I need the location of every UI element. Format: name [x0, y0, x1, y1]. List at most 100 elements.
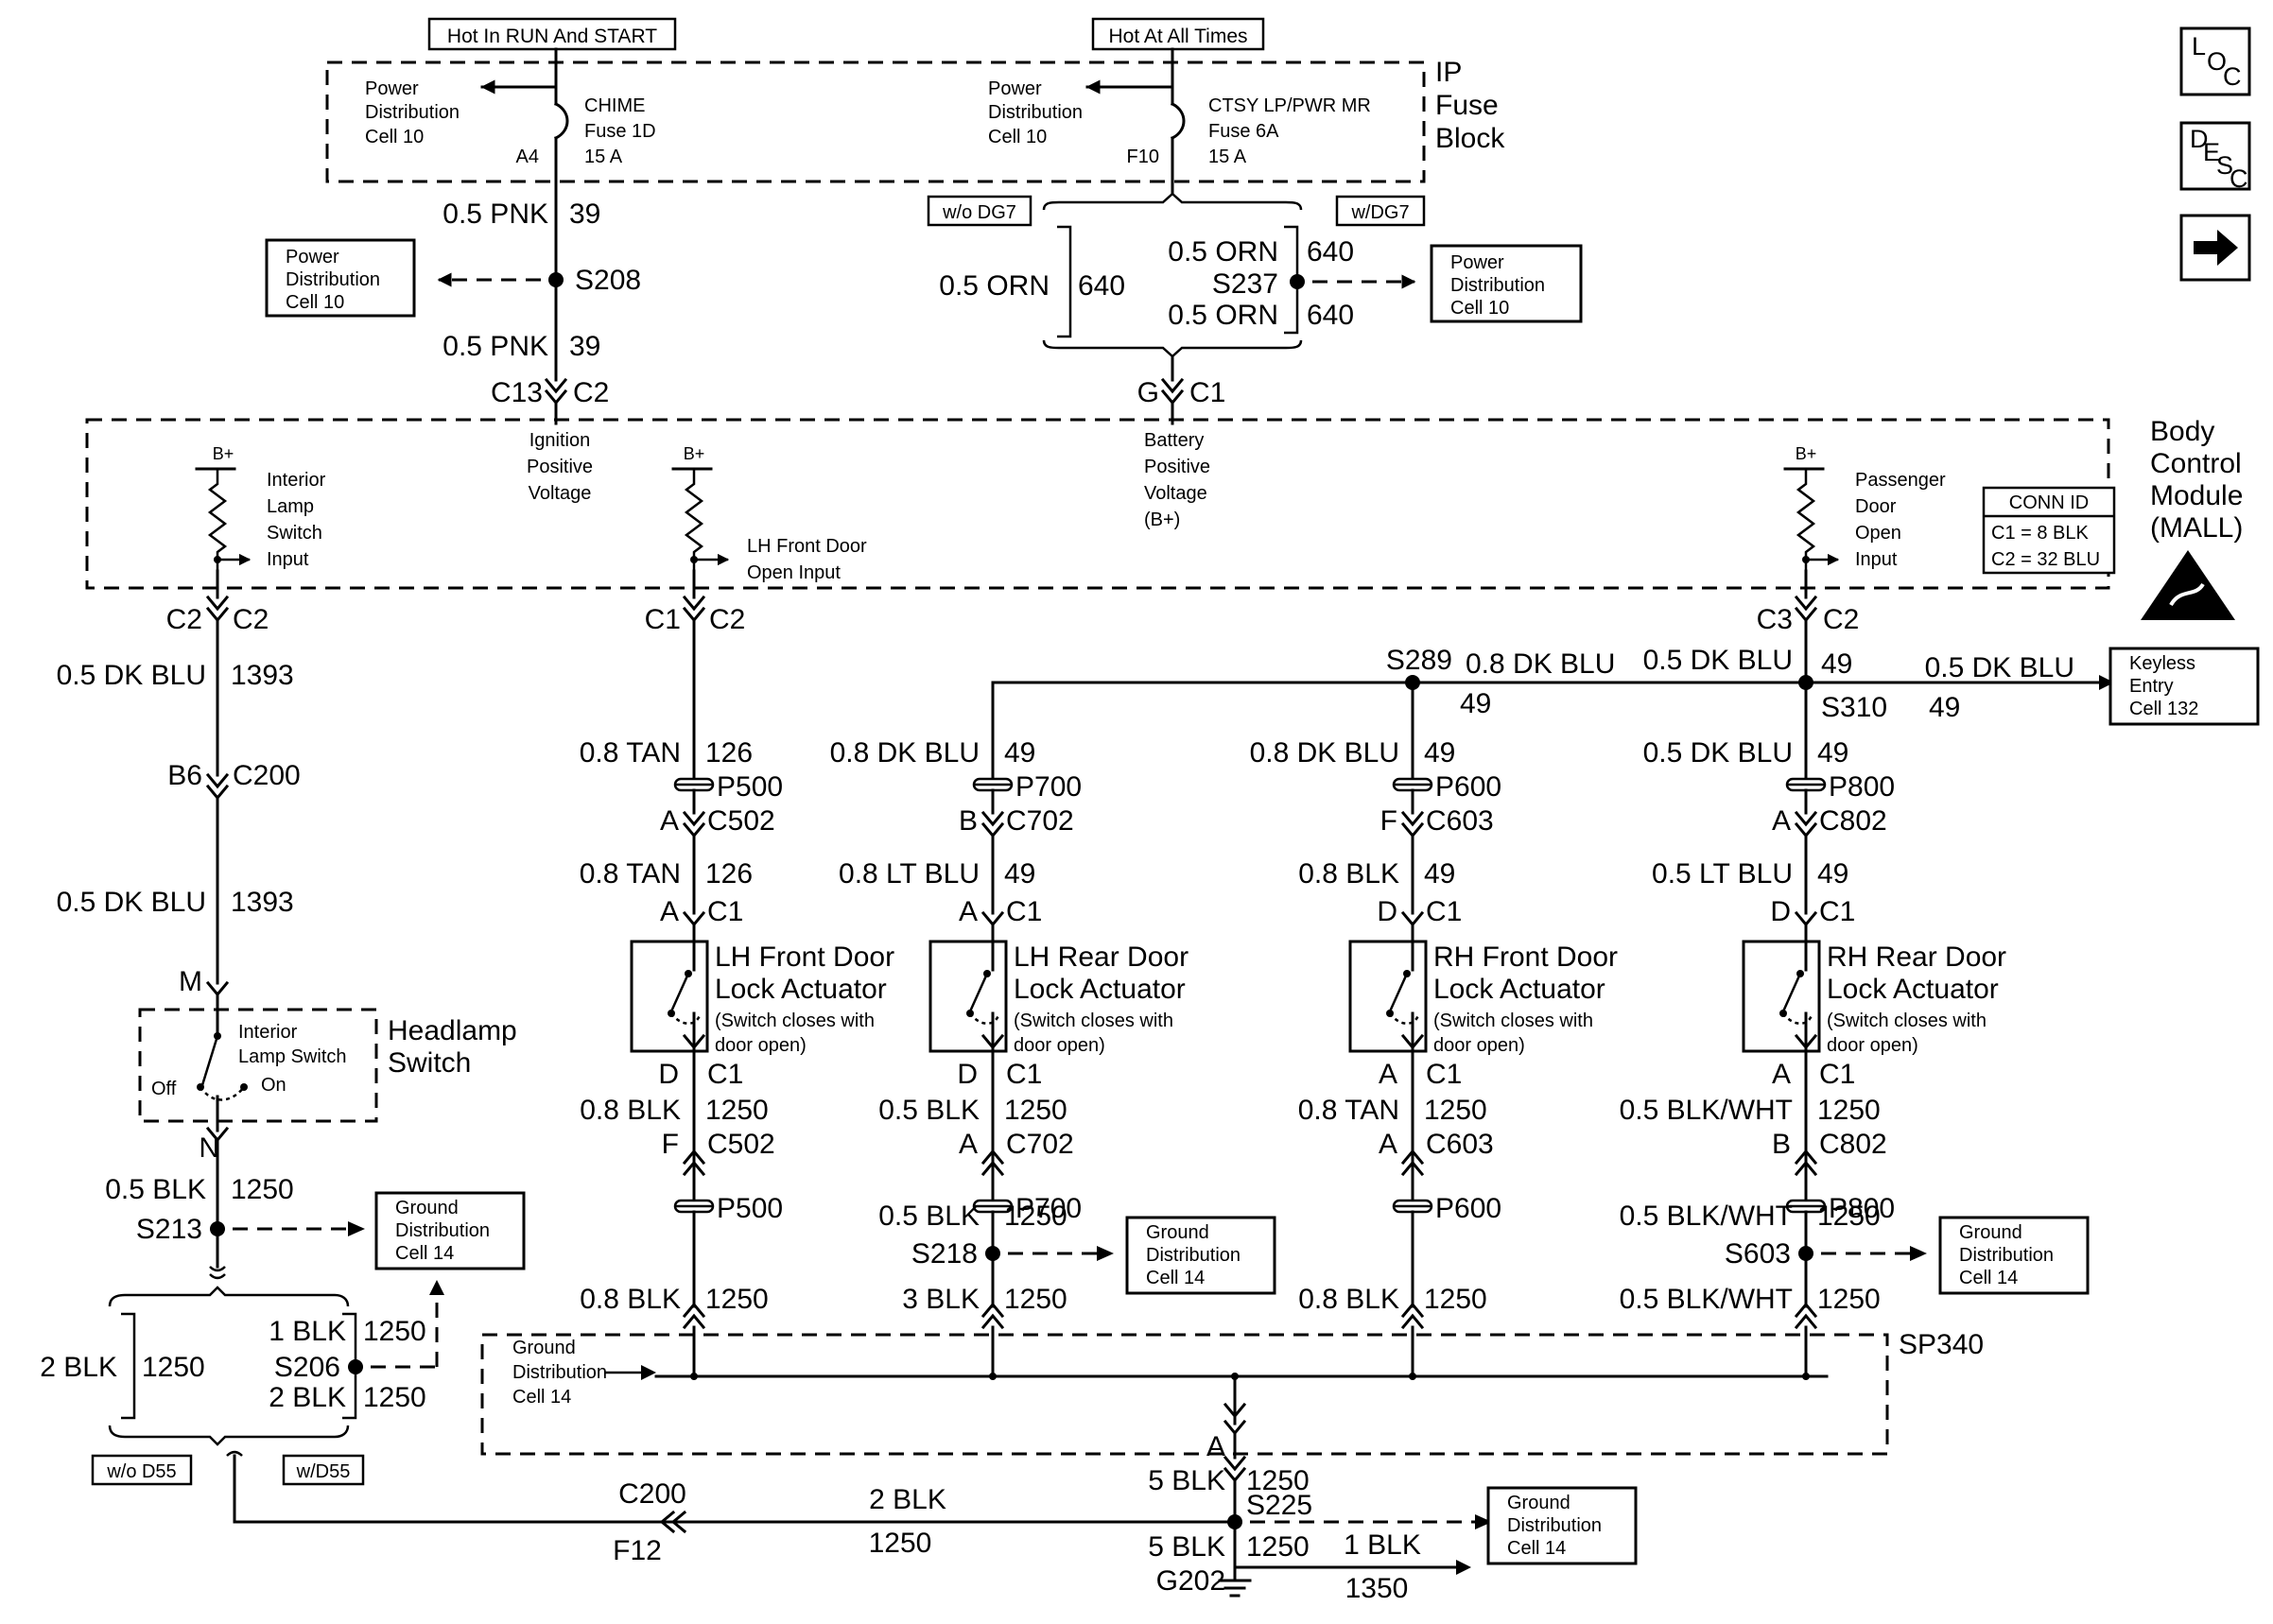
svg-text:Cell 10: Cell 10: [365, 127, 424, 147]
conn-id: C802: [1819, 805, 1887, 837]
desc-nav-button[interactable]: D E S C: [2179, 121, 2251, 193]
wire-final: 0.5 BLK/WHT: [1620, 1284, 1793, 1315]
conn-pin: A: [660, 805, 679, 837]
wire-upper: 0.8 TAN: [580, 737, 681, 769]
svg-text:IP: IP: [1435, 57, 1462, 88]
svg-text:Voltage: Voltage: [1144, 483, 1207, 504]
svg-text:Lamp: Lamp: [267, 496, 314, 517]
svg-text:Door: Door: [1855, 496, 1897, 517]
conn-pin: A: [1772, 805, 1791, 837]
right-feed: 0.5 ORN 640 0.5 ORN 640 S237 0.5 ORN 640…: [939, 192, 1416, 425]
conn-id: C502: [707, 805, 775, 837]
svg-text:Open Input: Open Input: [747, 562, 841, 583]
svg-text:S237: S237: [1212, 268, 1278, 300]
svg-text:5 BLK: 5 BLK: [1148, 1531, 1225, 1563]
actuator-note: door open): [1827, 1035, 1918, 1056]
svg-text:0.5 PNK: 0.5 PNK: [442, 331, 548, 362]
svg-text:w/DG7: w/DG7: [1350, 202, 1409, 223]
svg-text:1250: 1250: [869, 1528, 932, 1559]
conn-pin: F: [1380, 805, 1397, 837]
headlamp-switch: Headlamp Switch Interior Lamp Switch Off…: [138, 1008, 517, 1123]
esd-warning-icon: [2141, 550, 2235, 620]
svg-text:C1: C1: [1189, 377, 1225, 408]
svg-text:Off: Off: [151, 1079, 177, 1099]
svg-text:Fuse 6A: Fuse 6A: [1208, 121, 1279, 142]
actuator-note: (Switch closes with: [1827, 1011, 1987, 1031]
svg-text:S310: S310: [1821, 692, 1887, 723]
circuit-bottom: 1250: [1817, 1201, 1881, 1232]
svg-text:Cell 10: Cell 10: [988, 127, 1047, 147]
col1-ground: N 0.5 BLK 1250 S213: [105, 1115, 365, 1280]
connector-p-upper: P500: [717, 771, 783, 803]
splice-id: S603: [1725, 1238, 1791, 1270]
actuator-name: RH Rear Door: [1827, 942, 2006, 973]
svg-text:15 A: 15 A: [1208, 147, 1247, 167]
svg-text:1250: 1250: [1246, 1465, 1310, 1496]
gd-cell14-box-col1: Ground Distribution Cell 14: [374, 1191, 526, 1270]
pd-cell10-mid: Power Distribution Cell 10: [988, 78, 1083, 147]
circuit-upper: 126: [705, 737, 753, 769]
chime-fuse: CHIME Fuse 1D 15 A A4: [480, 64, 656, 285]
bcm-title: Body Control Module (MALL): [2150, 416, 2243, 544]
desc-d: D: [2190, 125, 2209, 153]
actuator-note: (Switch closes with: [1433, 1011, 1593, 1031]
actuator-name: Lock Actuator: [715, 974, 887, 1005]
conn-c2: C2: [709, 604, 745, 635]
svg-text:Ground: Ground: [395, 1198, 459, 1218]
connector-p-lower: P500: [717, 1193, 783, 1224]
actuator-name: LH Rear Door: [1014, 942, 1189, 973]
svg-text:0.5 PNK: 0.5 PNK: [442, 199, 548, 230]
actuator-conn-top: C1: [1426, 896, 1462, 927]
svg-text:N: N: [199, 1132, 219, 1164]
loc-o: O: [2207, 47, 2227, 76]
actuator-conn-bottom: C1: [1426, 1059, 1462, 1090]
svg-text:49: 49: [1929, 692, 1960, 723]
interior-lamp-input: B+ Interior Lamp Switch Input: [195, 444, 326, 571]
wire-upper: 0.5 DK BLU: [1643, 737, 1793, 769]
loc-l: L: [2192, 32, 2206, 60]
splice-id: S218: [911, 1238, 978, 1270]
svg-text:Battery: Battery: [1144, 430, 1204, 451]
svg-text:Fuse 1D: Fuse 1D: [584, 121, 656, 142]
actuator-conn-top: C1: [1819, 896, 1855, 927]
svg-text:(B+): (B+): [1144, 510, 1180, 530]
svg-text:39: 39: [569, 199, 600, 230]
conn-c1: C1: [645, 604, 681, 635]
svg-text:Ignition: Ignition: [529, 430, 591, 451]
svg-text:0.5 ORN: 0.5 ORN: [1168, 300, 1278, 331]
svg-text:Voltage: Voltage: [529, 483, 592, 504]
circuit-upper: 49: [1424, 737, 1455, 769]
svg-text:Power: Power: [988, 78, 1042, 99]
svg-text:S225: S225: [1246, 1490, 1312, 1521]
svg-text:Cell 14: Cell 14: [512, 1387, 571, 1408]
svg-text:5 BLK: 5 BLK: [1148, 1465, 1225, 1496]
svg-text:1250: 1250: [231, 1174, 294, 1205]
next-page-button[interactable]: [2179, 214, 2251, 282]
svg-text:(MALL): (MALL): [2150, 512, 2243, 544]
loc-nav-button[interactable]: L O C: [2179, 26, 2251, 96]
svg-text:Switch: Switch: [388, 1047, 471, 1079]
svg-text:Cell 10: Cell 10: [1450, 298, 1509, 319]
hot-run-label: Hot In RUN And START: [427, 17, 677, 51]
actuator-pin-bottom: D: [957, 1059, 978, 1090]
svg-text:CONN ID: CONN ID: [2009, 492, 2089, 513]
svg-text:SP340: SP340: [1899, 1329, 1984, 1360]
svg-text:49: 49: [1821, 648, 1852, 680]
svg-text:Module: Module: [2150, 480, 2243, 511]
gd-line: Ground: [1959, 1222, 2022, 1243]
s208-splice: [548, 272, 564, 287]
svg-text:Input: Input: [267, 549, 309, 570]
actuator-name: Lock Actuator: [1014, 974, 1186, 1005]
s206-options: 2 BLK 1250 1 BLK 1250 S206 2 BLK 1250 w/…: [40, 1280, 444, 1514]
actuator-conn-top: C1: [707, 896, 743, 927]
wire-bottom: 0.5 BLK: [878, 1201, 980, 1232]
actuator-note: door open): [1433, 1035, 1525, 1056]
svg-text:F10: F10: [1127, 147, 1159, 167]
svg-text:Cell 10: Cell 10: [286, 292, 344, 313]
wire-bottom: 0.8 BLK: [580, 1284, 681, 1315]
conn-id-lower: C502: [707, 1129, 775, 1160]
svg-text:Open: Open: [1855, 523, 1901, 544]
connector-p-upper: P800: [1829, 771, 1895, 803]
